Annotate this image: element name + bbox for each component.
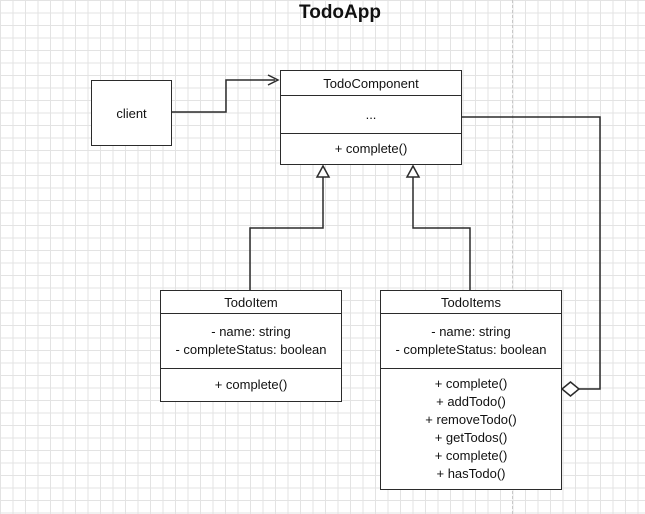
- operation: + addTodo(): [436, 394, 506, 409]
- class-name: TodoComponent: [281, 71, 461, 96]
- association-arrowhead: [267, 74, 280, 86]
- class-todoitem[interactable]: TodoItem - name: string - completeStatus…: [160, 290, 342, 402]
- operation: + complete(): [434, 448, 508, 463]
- attribute: - completeStatus: boolean: [175, 342, 327, 357]
- client-node[interactable]: client: [91, 80, 172, 146]
- class-name: TodoItems: [381, 291, 561, 314]
- diagram-title: TodoApp: [299, 2, 381, 23]
- operation: + removeTodo(): [425, 412, 517, 427]
- attribute: - name: string: [431, 324, 511, 339]
- generalization-arrowhead-left: [315, 164, 331, 178]
- todoitems-generalization-line[interactable]: [412, 177, 471, 290]
- attribute: - completeStatus: boolean: [395, 342, 547, 357]
- class-todocomponent[interactable]: TodoComponent ... + complete(): [280, 70, 462, 165]
- aggregation-line[interactable]: [462, 116, 601, 390]
- client-association-line[interactable]: [172, 79, 275, 113]
- class-todoitems[interactable]: TodoItems - name: string - completeStatu…: [380, 290, 562, 490]
- attribute: - name: string: [211, 324, 291, 339]
- operation: + complete(): [334, 141, 408, 156]
- operations-section: + complete(): [161, 369, 341, 401]
- attribute: ...: [365, 106, 377, 122]
- class-name: TodoItem: [161, 291, 341, 314]
- client-label: client: [116, 105, 147, 121]
- attributes-section: ...: [281, 96, 461, 134]
- operation: + hasTodo(): [436, 466, 506, 481]
- operation: + getTodos(): [434, 430, 508, 445]
- operation: + complete(): [434, 376, 508, 391]
- aggregation-diamond-icon: [560, 381, 581, 397]
- generalization-arrowhead-right: [405, 164, 421, 178]
- page-boundary-line: [512, 0, 513, 514]
- attributes-section: - name: string - completeStatus: boolean: [381, 314, 561, 369]
- attributes-section: - name: string - completeStatus: boolean: [161, 314, 341, 369]
- operations-section: + complete(): [281, 134, 461, 164]
- operations-section: + complete() + addTodo() + removeTodo() …: [381, 369, 561, 489]
- todoitem-generalization-line[interactable]: [249, 177, 324, 290]
- operation: + complete(): [214, 377, 288, 392]
